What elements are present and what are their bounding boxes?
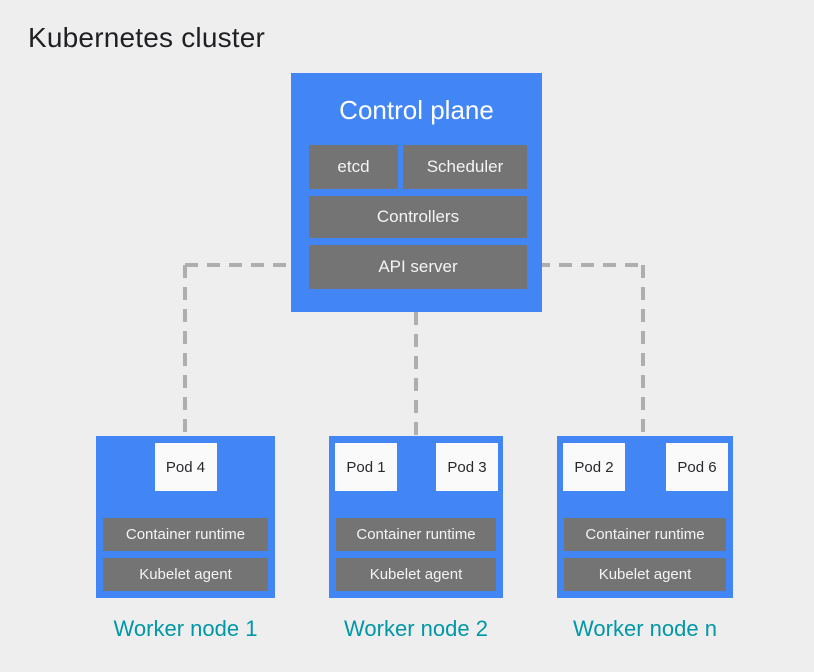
controllers-box: Controllers bbox=[309, 196, 527, 238]
connector-vertical-center bbox=[414, 312, 418, 436]
control-plane-title: Control plane bbox=[339, 95, 494, 125]
worker-node-1-label: Worker node 1 bbox=[113, 616, 258, 641]
worker-node-n-label: Worker node n bbox=[573, 616, 717, 641]
kubelet-agent-box: Kubelet agent bbox=[103, 558, 268, 591]
container-runtime-box: Container runtime bbox=[103, 518, 268, 551]
worker-node-2-box: Pod 1 Pod 3 Container runtime Kubelet ag… bbox=[329, 436, 503, 598]
worker-node-2-label: Worker node 2 bbox=[344, 616, 488, 641]
pod-box: Pod 6 bbox=[666, 443, 728, 491]
pod-box: Pod 2 bbox=[563, 443, 625, 491]
etcd-box: etcd bbox=[309, 145, 398, 189]
pod-box: Pod 4 bbox=[154, 443, 217, 491]
pod-box: Pod 1 bbox=[335, 443, 397, 491]
scheduler-box: Scheduler bbox=[403, 145, 527, 189]
diagram-title: Kubernetes cluster bbox=[28, 22, 266, 53]
connector-vertical-right bbox=[641, 265, 645, 436]
api-server-box: API server bbox=[309, 245, 527, 289]
kubelet-agent-box: Kubelet agent bbox=[564, 558, 726, 591]
worker-node-n-box: Pod 2 Pod 6 Container runtime Kubelet ag… bbox=[557, 436, 733, 598]
container-runtime-box: Container runtime bbox=[336, 518, 496, 551]
worker-node-1-box: Pod 4 Container runtime Kubelet agent bbox=[96, 436, 275, 598]
pod-box: Pod 3 bbox=[436, 443, 498, 491]
kubelet-agent-box: Kubelet agent bbox=[336, 558, 496, 591]
connector-vertical-left bbox=[183, 265, 187, 436]
container-runtime-box: Container runtime bbox=[564, 518, 726, 551]
control-plane-box: Control plane etcd Scheduler Controllers… bbox=[291, 73, 542, 312]
